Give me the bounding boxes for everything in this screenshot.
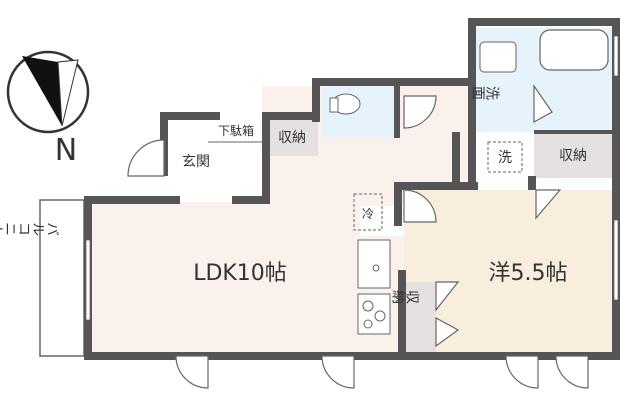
- storage-right-label: 収納: [559, 148, 587, 164]
- storage-upper-floor: [268, 120, 318, 156]
- washing-machine-space: [487, 141, 523, 173]
- ldk-window-door-2-icon: [321, 355, 355, 389]
- closet-label: 収納: [391, 288, 420, 304]
- entrance-label: 玄関: [182, 153, 210, 170]
- windows: [85, 35, 619, 321]
- sink-icon: [357, 239, 391, 289]
- washroom-label: 洗面: [472, 84, 500, 100]
- compass: N: [6, 50, 90, 168]
- closet-door-2-icon: [435, 316, 460, 348]
- compass-ring: [6, 50, 90, 134]
- compass-north-label: N: [55, 133, 77, 168]
- western-room-door-icon: [403, 189, 437, 223]
- balcony-label: バルコニー: [0, 220, 60, 236]
- western-room-label: 洋5.5帖: [489, 261, 568, 286]
- doors: [127, 84, 589, 389]
- fridge-space: [353, 193, 383, 231]
- fridge-label: 冷: [362, 207, 374, 221]
- washbasin-icon: [479, 41, 517, 73]
- storage-door-icon: [535, 189, 562, 220]
- ldk-floor: [92, 202, 360, 352]
- storage-upper-label: 収納: [278, 130, 306, 146]
- entrance-floor: [166, 120, 264, 202]
- ldk-window-door-icon: [175, 355, 209, 389]
- compass-needle-icon: [22, 56, 62, 126]
- shoe-box-label: 下駄箱: [218, 123, 254, 138]
- entrance-door-icon: [127, 139, 165, 177]
- washroom-floor: [476, 132, 534, 176]
- storage-right-floor: [534, 132, 612, 178]
- western-window-door-2-icon: [555, 355, 589, 389]
- ldk-label: LDK10帖: [193, 261, 287, 286]
- fixtures: [208, 29, 609, 335]
- closet-door-icon: [435, 281, 460, 312]
- washing-machine-label: 洗: [498, 150, 512, 166]
- compass-needle-white-icon: [57, 59, 79, 127]
- toilet-door-icon: [403, 95, 437, 129]
- closet-floor: [404, 282, 436, 352]
- stove-icon: [357, 293, 391, 335]
- bathtub-icon: [539, 29, 609, 71]
- western-window-door-icon: [505, 355, 539, 389]
- washroom-door-icon: [533, 84, 553, 124]
